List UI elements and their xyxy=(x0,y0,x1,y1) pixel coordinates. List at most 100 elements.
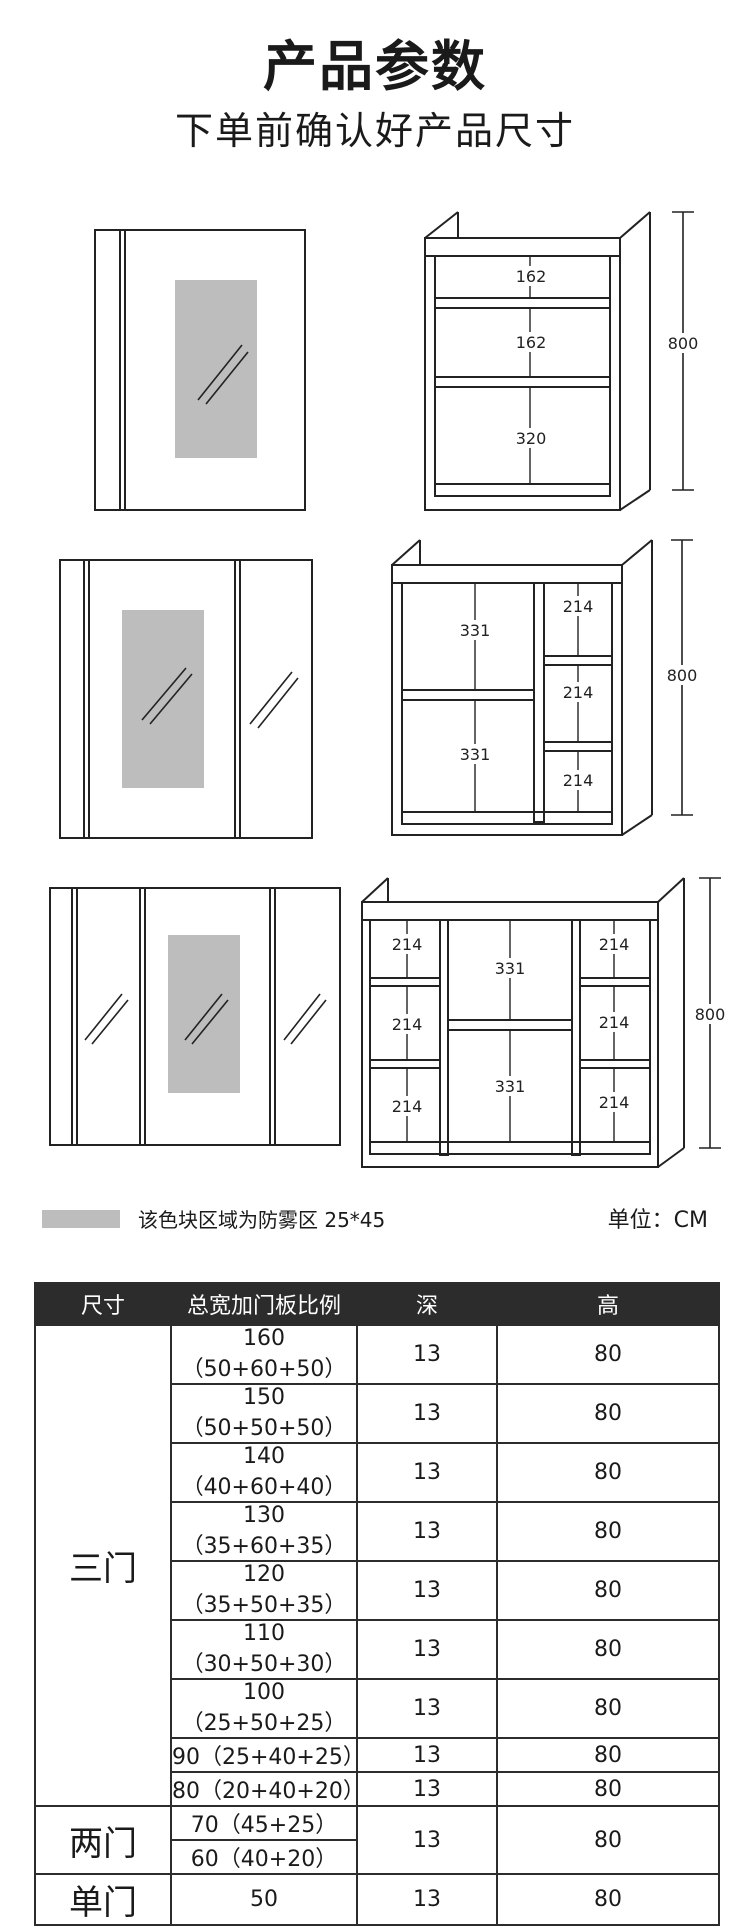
compartment-height-label: 214 xyxy=(599,935,630,954)
compartment-height-label: 214 xyxy=(599,1013,630,1032)
total-height-label: 800 xyxy=(695,1005,726,1024)
anti-fog-swatch xyxy=(42,1209,120,1228)
glass-reflection-mark xyxy=(249,671,293,725)
shelf xyxy=(369,1059,441,1069)
page-title: 产品参数 xyxy=(263,35,487,98)
shelf-height-label: 320 xyxy=(516,429,547,448)
depth-cell: 13 xyxy=(356,1678,498,1739)
width-cell: 140（40+60+40） xyxy=(170,1442,358,1503)
width-cell: 60（40+20） xyxy=(170,1839,358,1875)
frame-perspective xyxy=(621,814,653,836)
top-board xyxy=(424,237,621,257)
table-row: 110（30+50+30） 13 80 xyxy=(35,1619,720,1680)
glass-reflection-mark xyxy=(205,351,249,405)
bottom-board xyxy=(369,1141,651,1155)
width-cell: 50 xyxy=(170,1873,358,1926)
cabinet-body xyxy=(49,887,341,1146)
table-row: 90（25+40+25） 13 80 xyxy=(35,1737,720,1773)
glass-reflection-mark xyxy=(191,999,229,1045)
shelf-height-label: 162 xyxy=(516,267,547,286)
top-board xyxy=(391,564,623,584)
depth-cell: 13 xyxy=(356,1383,498,1444)
compartment-height-label: 214 xyxy=(563,771,594,790)
table-header-row: 尺寸 总宽加门板比例 深 高 xyxy=(34,1282,720,1326)
width-cell: 90（25+40+25） xyxy=(170,1737,365,1773)
height-cell: 80 xyxy=(496,1619,720,1680)
divider xyxy=(533,582,545,823)
table-row: 100（25+50+25） 13 80 xyxy=(35,1678,720,1739)
glass-reflection-mark xyxy=(257,677,299,729)
height-cell: 80 xyxy=(496,1560,720,1621)
glass-reflection-mark xyxy=(91,999,129,1045)
divider xyxy=(439,919,449,1156)
depth-cell: 13 xyxy=(356,1324,498,1385)
compartment-height-label: 214 xyxy=(563,683,594,702)
shelf xyxy=(579,977,651,987)
column-header-height: 高 xyxy=(496,1282,720,1326)
height-cell: 80 xyxy=(496,1805,720,1875)
anti-fog-area xyxy=(122,610,204,788)
anti-fog-legend-text: 该色块区域为防雾区 25*45 xyxy=(138,1208,386,1232)
shelf xyxy=(447,1019,573,1031)
width-cell: 80（20+40+20） xyxy=(170,1771,365,1807)
frame-perspective xyxy=(361,877,389,903)
compartment-height-label: 214 xyxy=(392,1015,423,1034)
frame-perspective xyxy=(424,211,459,239)
height-cell: 80 xyxy=(496,1771,720,1807)
depth-cell: 13 xyxy=(356,1805,498,1875)
single-door-interior xyxy=(424,211,694,511)
depth-cell: 13 xyxy=(356,1560,498,1621)
compartment-height-label: 214 xyxy=(392,935,423,954)
cabinet-body xyxy=(59,559,313,839)
group-three-door: 三门 xyxy=(34,1324,172,1807)
table-row: 三门 160（50+60+50） 13 80 xyxy=(34,1324,720,1807)
shelf xyxy=(543,655,613,666)
width-cell: 100（25+50+25） xyxy=(170,1678,358,1739)
shelf xyxy=(543,741,613,752)
anti-fog-area xyxy=(175,280,257,458)
column-header-size: 尺寸 xyxy=(34,1282,172,1326)
shelf xyxy=(579,1059,651,1069)
compartment-height-label: 214 xyxy=(599,1093,630,1112)
height-cell: 80 xyxy=(496,1678,720,1739)
anti-fog-legend: 该色块区域为防雾区 25*45 xyxy=(42,1204,385,1233)
height-cell: 80 xyxy=(496,1501,720,1562)
column-header-width-ratio: 总宽加门板比例 xyxy=(170,1282,358,1326)
group-two-door: 两门 xyxy=(34,1805,172,1875)
top-board xyxy=(361,901,659,921)
column-header-depth: 深 xyxy=(356,1282,498,1326)
depth-cell: 13 xyxy=(356,1619,498,1680)
table-row: 150（50+50+50） 13 80 xyxy=(35,1383,720,1444)
two-door-interior xyxy=(391,539,693,836)
page-subtitle: 下单前确认好产品尺寸 xyxy=(174,109,575,153)
product-drawings: 162 162 320 800 xyxy=(49,211,726,1168)
shelf xyxy=(401,689,535,701)
shelf-height-label: 162 xyxy=(516,333,547,352)
width-cell: 160（50+60+50） xyxy=(170,1324,358,1385)
depth-cell: 13 xyxy=(356,1873,498,1926)
group-single-door: 单门 xyxy=(34,1873,172,1926)
depth-cell: 13 xyxy=(356,1771,498,1807)
compartment-height-label: 331 xyxy=(495,959,526,978)
frame-perspective xyxy=(621,539,653,566)
anti-fog-area xyxy=(168,935,240,1093)
compartment-height-label: 214 xyxy=(392,1097,423,1116)
width-cell: 150（50+50+50） xyxy=(170,1383,358,1444)
glass-reflection-mark xyxy=(149,673,193,725)
cabinet-body xyxy=(94,229,306,511)
frame-perspective xyxy=(657,877,685,903)
depth-cell: 13 xyxy=(356,1501,498,1562)
depth-cell: 13 xyxy=(356,1442,498,1503)
glass-reflection-mark xyxy=(84,993,123,1041)
table-row: 140（40+60+40） 13 80 xyxy=(35,1442,720,1503)
width-cell: 70（45+25） xyxy=(170,1805,358,1841)
width-cell: 120（35+50+35） xyxy=(170,1560,358,1621)
total-height-label: 800 xyxy=(668,334,699,353)
unit-label: 单位：CM xyxy=(607,1208,708,1233)
height-cell: 80 xyxy=(496,1442,720,1503)
frame-perspective xyxy=(391,539,421,566)
bottom-board xyxy=(434,483,611,497)
shelf xyxy=(369,977,441,987)
divider xyxy=(571,919,581,1156)
total-height-label: 800 xyxy=(667,666,698,685)
